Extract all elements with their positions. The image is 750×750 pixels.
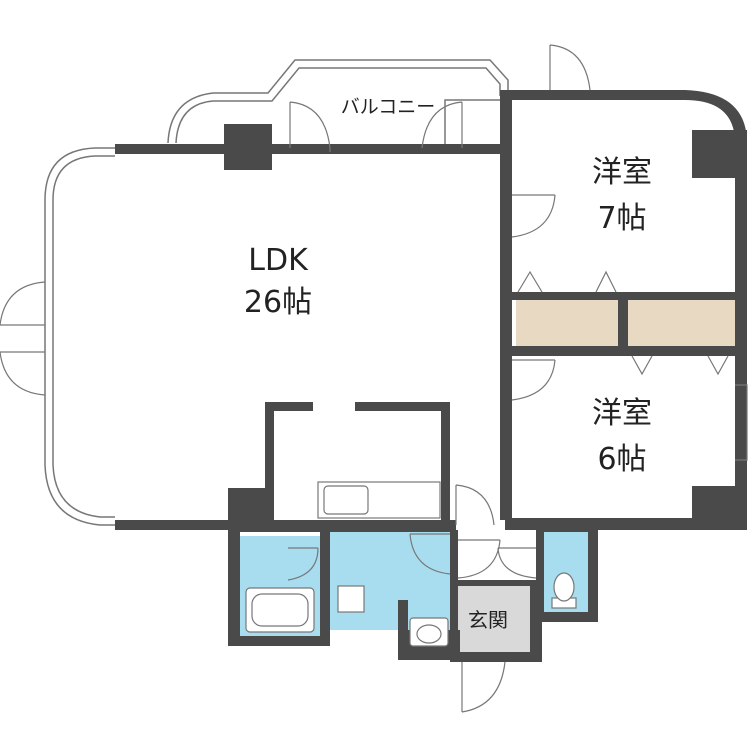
western1-label: 洋室 [592, 155, 652, 190]
entrance-label: 玄関 [468, 608, 508, 632]
western2-label: 洋室 [592, 396, 652, 431]
closet-2 [628, 300, 736, 346]
ldk-label: LDK [248, 243, 309, 278]
washing-machine [337, 585, 365, 613]
balcony-label: バルコニー [341, 96, 436, 118]
toilet [551, 572, 577, 609]
balcony [167, 59, 509, 150]
kitchen-counter [317, 481, 441, 519]
bathtub [245, 587, 315, 633]
western1-size: 7帖 [597, 201, 646, 236]
wash-basin [409, 617, 449, 647]
ldk-size: 26帖 [244, 285, 312, 320]
closet-1 [516, 300, 618, 346]
entrance-floor [458, 586, 530, 652]
walls [115, 90, 747, 662]
doors [0, 44, 748, 713]
western2-size: 6帖 [597, 442, 646, 477]
ldk-bay-window [44, 147, 115, 526]
